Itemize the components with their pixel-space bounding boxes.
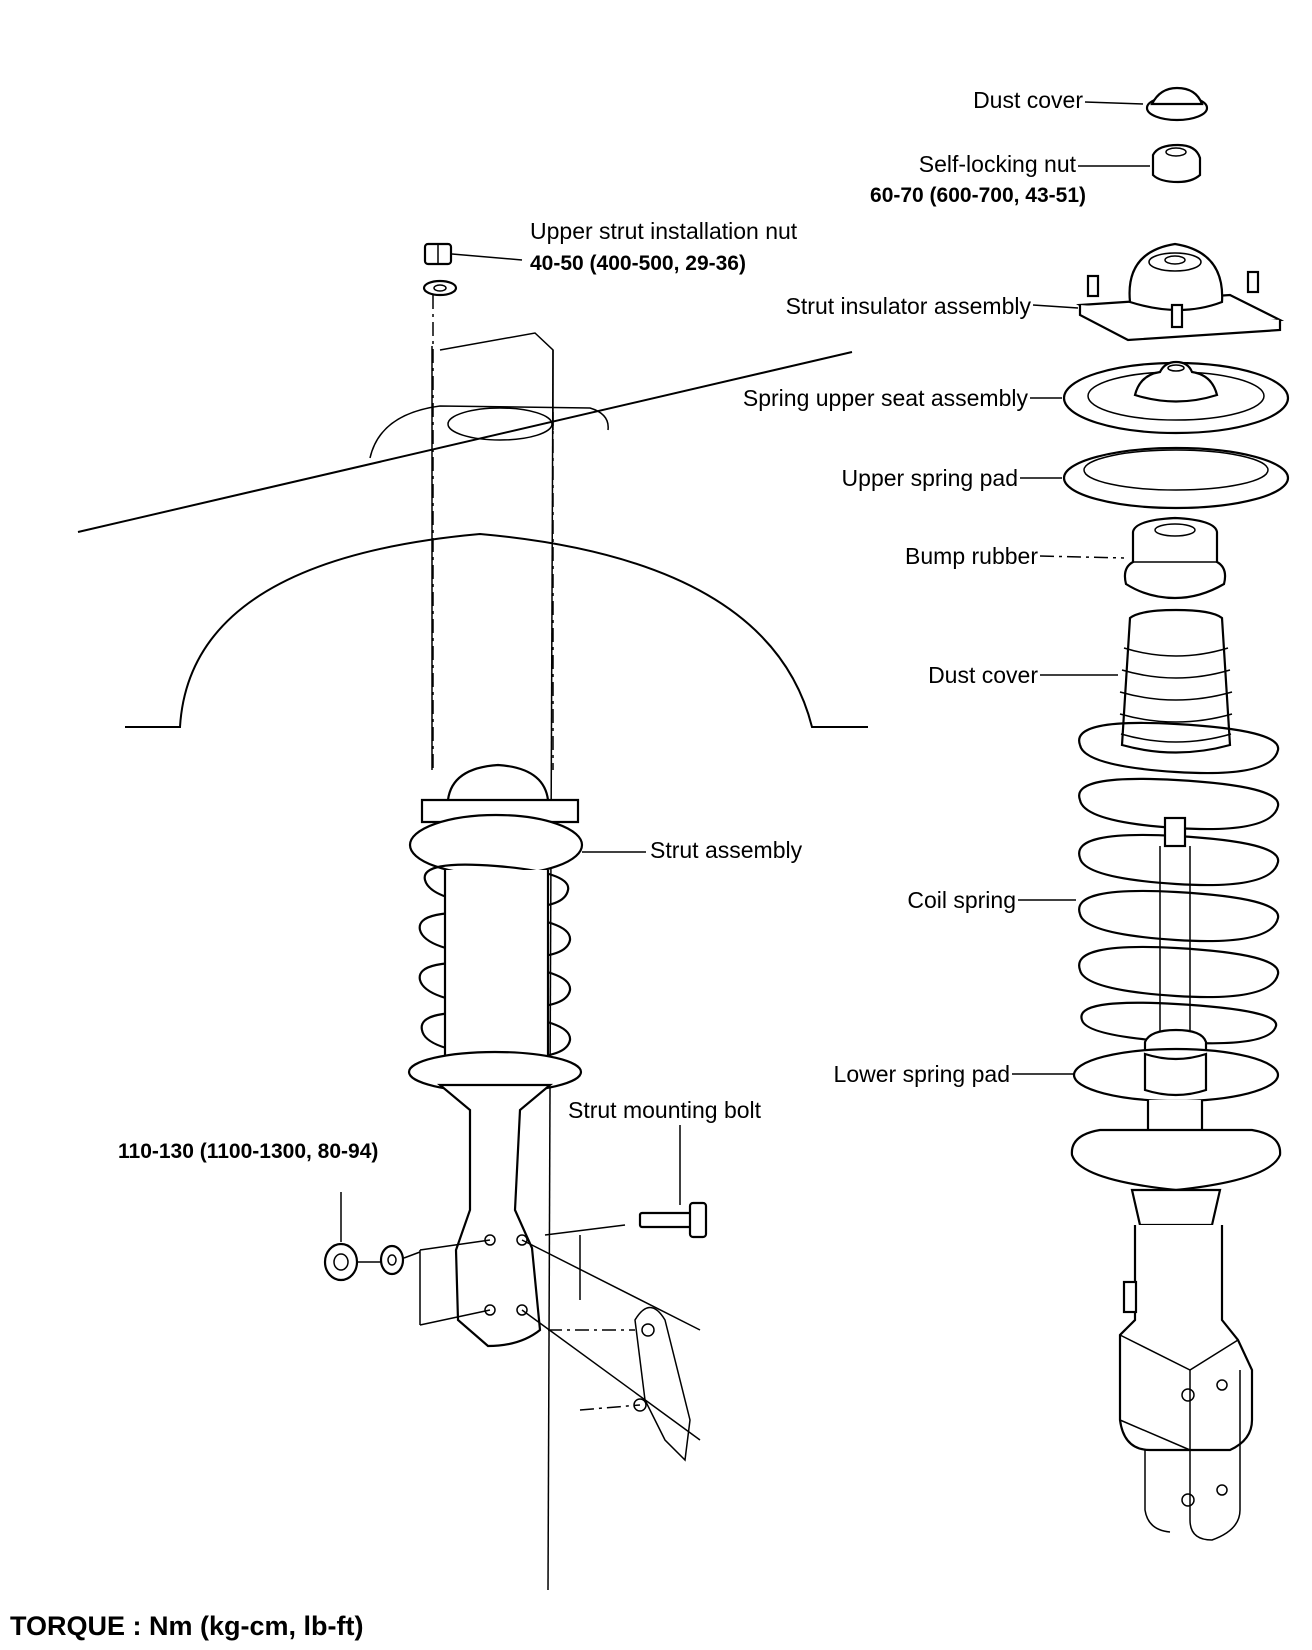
label-strut-assembly: Strut assembly <box>650 837 803 863</box>
upper-strut-nut-icon <box>422 242 523 297</box>
torque-units-footer: TORQUE : Nm (kg-cm, lb-ft) <box>10 1611 364 1641</box>
self-locking-nut-icon <box>1078 143 1202 184</box>
label-self-locking-nut: Self-locking nut <box>919 151 1077 177</box>
label-lower-spring-pad: Lower spring pad <box>834 1061 1010 1087</box>
strut-mounting-bolt-icon <box>638 1125 708 1239</box>
label-strut-mounting-bolt: Strut mounting bolt <box>568 1097 762 1123</box>
label-strut-insulator: Strut insulator assembly <box>786 293 1032 319</box>
steering-knuckle-outline <box>521 1239 701 1462</box>
label-dust-cover-mid: Dust cover <box>928 662 1038 688</box>
fender-body-outline <box>77 295 868 1591</box>
mounting-nut-icon <box>323 1192 421 1282</box>
strut-assembly-icon <box>407 763 626 1348</box>
dust-cover-bellows-icon <box>1040 608 1233 754</box>
label-upper-strut-nut: Upper strut installation nut <box>530 218 798 244</box>
label-spring-upper-seat: Spring upper seat assembly <box>743 385 1029 411</box>
label-coil-spring: Coil spring <box>907 887 1016 913</box>
label-upper-spring-pad: Upper spring pad <box>842 465 1018 491</box>
strut-insulator-icon <box>1032 242 1285 342</box>
spring-upper-seat-icon <box>1030 360 1290 435</box>
torque-mounting-nut: 110-130 (1100-1300, 80-94) <box>118 1140 378 1163</box>
label-dust-cover-top: Dust cover <box>973 87 1083 113</box>
dust-cover-cap-icon <box>1084 86 1209 122</box>
coil-spring-icon <box>1018 721 1280 1045</box>
upper-spring-pad-icon <box>1020 446 1290 510</box>
torque-self-locking-nut: 60-70 (600-700, 43-51) <box>870 184 1086 207</box>
torque-upper-strut-nut: 40-50 (400-500, 29-36) <box>530 252 746 275</box>
strut-body-icon <box>1070 1100 1282 1541</box>
label-bump-rubber: Bump rubber <box>905 543 1038 569</box>
bump-rubber-icon <box>1039 516 1227 600</box>
lower-spring-pad-icon <box>1012 1028 1280 1103</box>
